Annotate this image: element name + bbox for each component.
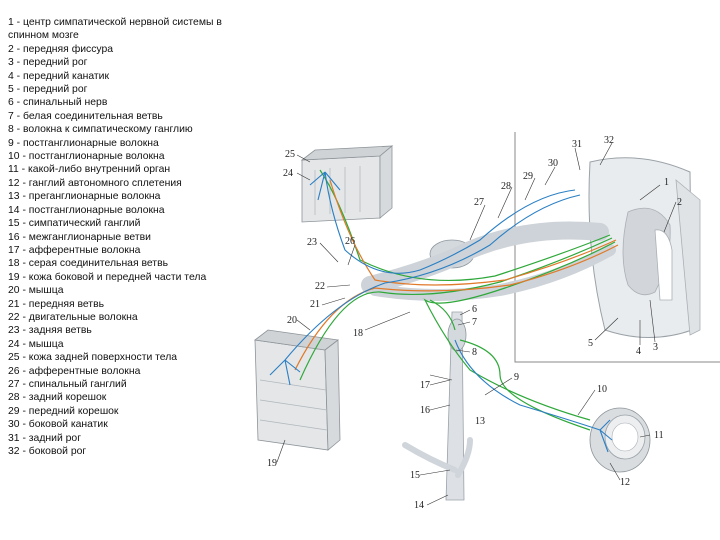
label-32: 32 [604,135,614,146]
skin-block-side [254,329,341,451]
label-30: 30 [548,158,558,169]
label-5: 5 [588,338,593,349]
legend-item: 29 - передний корешок [8,405,119,417]
legend-item: 1 - центр симпатической нервной системы … [8,17,222,42]
legend-item: 32 - боковой рог [8,446,87,457]
legend-item: 5 - передний рог [8,84,88,96]
internal-organ [589,407,651,473]
number-labels: 1 2 3 4 5 6 7 8 9 10 11 12 13 14 15 16 1… [267,135,682,511]
legend-item: 7 - белая соединительная ветвь [8,110,163,122]
legend-item: 28 - задний корешок [8,392,107,404]
legend-item: 9 - постганглионарные волокна [8,137,159,149]
label-8: 8 [472,347,477,358]
legend-item: 6 - спинальный нерв [8,97,108,109]
skin-block-back [300,145,394,223]
legend-list: 1 - центр симпатической нервной системы … [8,16,258,458]
inset-frame [514,132,720,363]
motor-fibers [299,169,616,431]
legend-item: 2 - передняя фиссура [8,43,114,55]
label-9: 9 [514,372,519,383]
label-24: 24 [283,168,293,179]
afferent-fibers [269,171,613,453]
legend-item: 26 - афферентные волокна [8,365,141,377]
legend-item: 15 - симпатический ганглий [8,218,141,230]
label-26: 26 [345,236,355,247]
label-20: 20 [287,315,297,326]
legend-item: 19 - кожа боковой и передней части тела [8,271,207,283]
label-25: 25 [285,149,295,160]
label-6: 6 [472,304,477,315]
legend-item: 3 - передний рог [8,57,88,69]
label-2: 2 [677,197,682,208]
sympathetic-ganglion [447,318,467,352]
label-22: 22 [315,281,325,292]
label-7: 7 [472,317,477,328]
label-16: 16 [420,405,430,416]
legend-item: 16 - межганглионарные ветви [8,231,151,243]
legend-item: 4 - передний канатик [8,70,109,82]
label-4: 4 [636,346,641,357]
legend-item: 17 - афферентные волокна [8,244,141,256]
legend-item: 12 - ганглий автономного сплетения [8,177,182,189]
label-1: 1 [664,177,669,188]
legend-item: 24 - мышца [8,338,64,350]
legend-item: 22 - двигательные волокна [8,311,138,323]
legend-item: 23 - задняя ветвь [8,325,92,337]
legend-item: 11 - какой-либо внутренний орган [8,164,171,176]
legend-item: 31 - задний рог [8,432,81,444]
legend-item: 20 - мышца [8,285,64,297]
label-3: 3 [653,342,658,353]
label-10: 10 [597,384,607,395]
label-15: 15 [410,470,420,481]
sympathetic-fibers [294,179,619,371]
label-23: 23 [307,237,317,248]
label-29: 29 [523,171,533,182]
label-21: 21 [310,299,320,310]
legend-item: 14 - постганглионарные волокна [8,204,165,216]
label-11: 11 [654,430,664,441]
legend-item: 21 - передняя ветвь [8,298,104,310]
legend-item: 13 - преганглионарные волокна [8,191,161,203]
legend-item: 25 - кожа задней поверхности тела [8,352,178,364]
legend-item: 8 - волокна к симпатическому ганглию [8,124,193,136]
spinal-cord [588,157,701,338]
label-13: 13 [475,416,485,427]
leader-lines [276,142,677,506]
label-27: 27 [474,197,484,208]
label-17: 17 [420,380,430,391]
label-28: 28 [501,181,511,192]
label-18: 18 [353,328,363,339]
label-19: 19 [267,458,277,469]
anterior-fissure [654,229,673,301]
legend-item: 30 - боковой канатик [8,419,108,431]
label-31: 31 [572,139,582,150]
label-12: 12 [620,477,630,488]
legend-item: 18 - серая соединительная ветвь [8,258,168,270]
legend-item: 27 - спинальный ганглий [8,378,127,390]
spinal-nerve-trunk [361,221,609,294]
label-14: 14 [414,500,424,511]
sympathetic-trunk [445,311,465,501]
legend-item: 10 - постганглионарные волокна [8,151,165,163]
